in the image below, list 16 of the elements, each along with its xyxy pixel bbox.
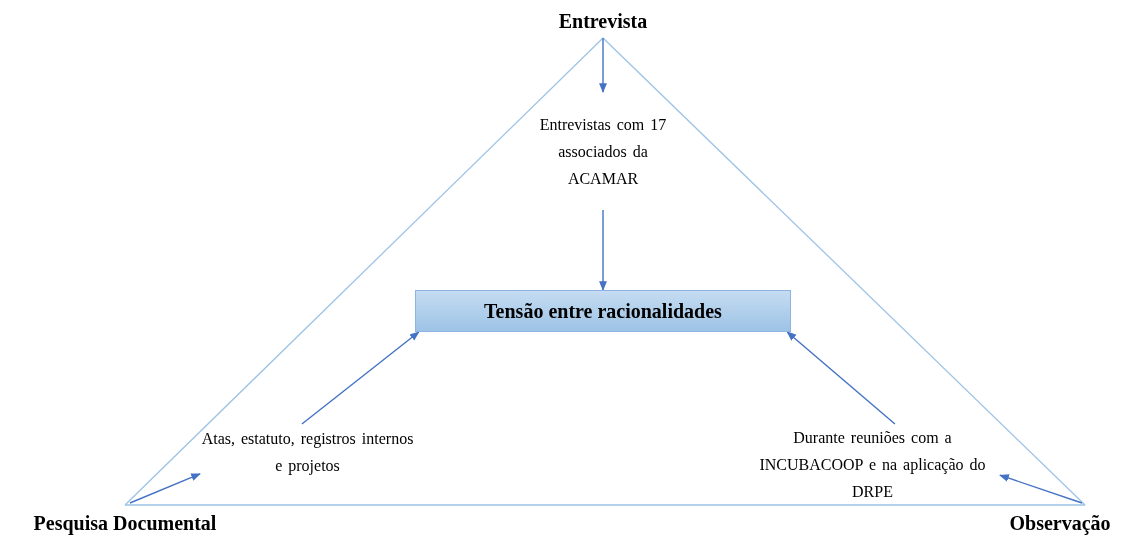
arrow <box>599 37 607 93</box>
method-note: Atas, estatuto, registros internos e projetos <box>200 429 415 477</box>
arrow <box>786 331 896 425</box>
arrow <box>599 209 607 291</box>
triangle-side <box>124 504 1086 506</box>
vertex-label: Pesquisa Documental <box>33 511 217 535</box>
method-note: Entrevistas com 17 associados da ACAMAR <box>538 114 668 189</box>
arrow <box>999 474 1083 504</box>
arrow <box>129 473 201 504</box>
arrow <box>301 331 420 425</box>
vertex-label: Entrevista <box>558 9 648 33</box>
vertex-label: Observação <box>1009 511 1111 535</box>
triangle-side <box>602 37 1086 506</box>
method-note: Durante reuniões com a INCUBACOOP e na aplicação do DRPE <box>758 427 987 502</box>
central-concept-box: Tensão entre racionalidades <box>415 290 791 332</box>
triangle-side <box>124 37 604 506</box>
